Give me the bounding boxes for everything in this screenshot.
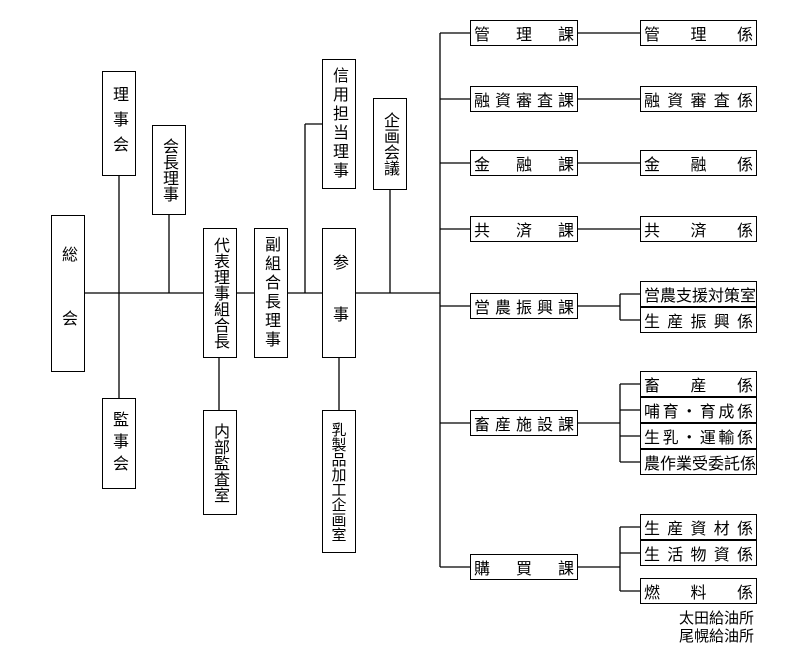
unit-household-goods: 生活物資係 xyxy=(640,540,757,566)
board-of-directors-box: 理事会 xyxy=(102,71,136,176)
unit-loan-review: 融資審査係 xyxy=(640,86,757,112)
unit-nursing-rearing: 哺育・育成係 xyxy=(640,397,757,423)
unit-raw-milk-transport: 生乳・運輸係 xyxy=(640,423,757,449)
unit-production-promotion: 生産振興係 xyxy=(640,307,757,333)
unit-production-materials: 生産資材係 xyxy=(640,514,757,540)
unit-farm-contract-work: 農作業受委託係 xyxy=(640,449,757,475)
general-assembly-box: 総 会 xyxy=(51,215,85,372)
unit-farm-support-office: 営農支援対策室 xyxy=(640,281,757,307)
unit-livestock: 畜産係 xyxy=(640,371,757,397)
counselor-box: 参 事 xyxy=(322,228,356,358)
section-purchasing: 購買課 xyxy=(470,554,578,580)
unit-management: 管理係 xyxy=(640,20,757,46)
unit-finance: 金融係 xyxy=(640,150,757,176)
section-management: 管理課 xyxy=(470,20,578,46)
vice-president-box: 副組合長理事 xyxy=(254,228,288,358)
section-mutual-aid: 共済課 xyxy=(470,216,578,242)
credit-director-box: 信用担当理事 xyxy=(322,59,356,189)
section-farm-promotion: 営農振興課 xyxy=(470,293,578,319)
dairy-planning-box: 乳製品加工企画室 xyxy=(322,410,356,553)
internal-audit-box: 内部監査室 xyxy=(203,410,237,515)
unit-fuel: 燃料係 xyxy=(640,578,757,604)
section-finance: 金融課 xyxy=(470,150,578,176)
section-loan-review: 融資審査課 xyxy=(470,86,578,112)
gas-station-ota: 太田給油所 xyxy=(678,609,754,627)
unit-mutual-aid: 共済係 xyxy=(640,216,757,242)
gas-station-oboro: 尾幌給油所 xyxy=(678,627,754,645)
section-livestock-facilities: 畜産施設課 xyxy=(470,410,578,436)
auditors-box: 監事会 xyxy=(102,398,136,489)
chairman-director-box: 会長理事 xyxy=(152,125,186,215)
representative-director-box: 代表理事組合長 xyxy=(203,228,237,358)
planning-council-box: 企画会議 xyxy=(373,98,407,190)
